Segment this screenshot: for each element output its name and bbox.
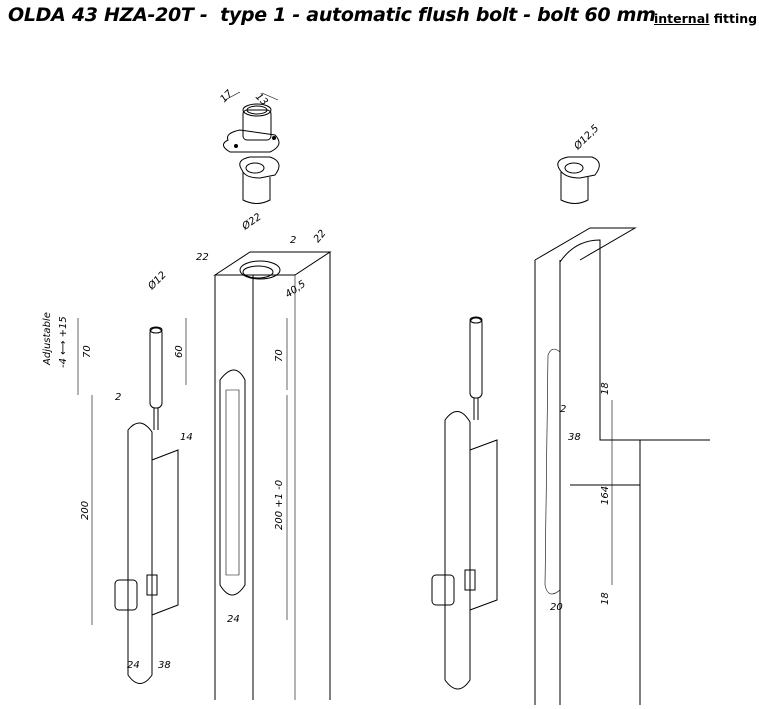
dim-recess-38: 38: [568, 432, 581, 443]
dim-door-70: 70: [274, 349, 285, 362]
dim-bolt-70: 70: [82, 345, 93, 358]
dim-slot-200: 200 +1 -0: [274, 480, 285, 530]
dim-recess-18a: 18: [600, 382, 611, 395]
page-title: OLDA 43 HZA-20T - type 1 - automatic flu…: [8, 4, 656, 26]
dim-cutout-22a: 22: [196, 252, 209, 263]
flush-bolt-left: [114, 326, 179, 684]
dim-recess-2: 2: [560, 404, 566, 415]
strike-bushing: [239, 156, 280, 204]
strike-bushing-right: [557, 156, 600, 204]
dim-cutout-22b: 22: [312, 228, 329, 245]
door-profile-left: [213, 251, 332, 700]
dim-strike-17: 17: [218, 88, 235, 105]
dim-bolt-diameter: Ø12: [145, 269, 169, 293]
fitting-type-label: internal fitting: [654, 11, 757, 26]
dim-bolt-14: 14: [180, 432, 193, 443]
fitting-emphasis: internal: [654, 11, 710, 26]
dim-bolt-38: 38: [158, 660, 171, 671]
dim-recess-164: 164: [600, 486, 611, 505]
dim-bolt-60: 60: [174, 345, 185, 358]
dim-slot-24: 24: [227, 614, 240, 625]
dim-recess-20: 20: [550, 602, 563, 613]
dim-recess-18b: 18: [600, 592, 611, 605]
dim-strike-diameter-right: Ø12,5: [571, 122, 602, 153]
dim-bolt-2: 2: [115, 392, 121, 403]
adjust-range: -4 ⟷ +15: [58, 316, 69, 368]
adjustable-label: Adjustable: [42, 312, 53, 366]
dim-cutout-40-5: 40,5: [283, 279, 308, 301]
dim-cutout-2: 2: [290, 235, 296, 246]
door-profile-right: [534, 227, 710, 705]
dim-bolt-24: 24: [127, 660, 140, 671]
fitting-rest: fitting: [709, 11, 758, 26]
strike-plate-flanged: [223, 103, 280, 153]
flush-bolt-right: [431, 316, 498, 690]
dim-bolt-200: 200: [80, 501, 91, 520]
dim-cutout-diameter: Ø22: [239, 211, 264, 233]
